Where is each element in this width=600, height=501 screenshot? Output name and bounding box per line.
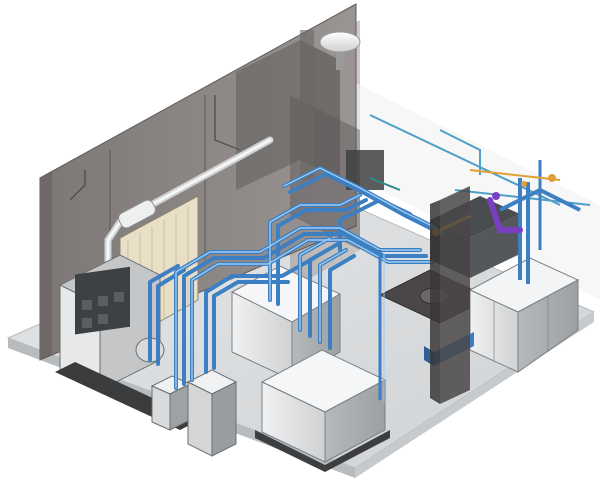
cabinet-front-left xyxy=(150,375,192,431)
busway-pipes xyxy=(148,166,444,390)
center-pillar xyxy=(430,186,470,404)
cabinet-front-middle xyxy=(186,369,238,457)
ceiling-dome-light xyxy=(319,31,361,70)
switchgear-block-front xyxy=(255,349,390,472)
